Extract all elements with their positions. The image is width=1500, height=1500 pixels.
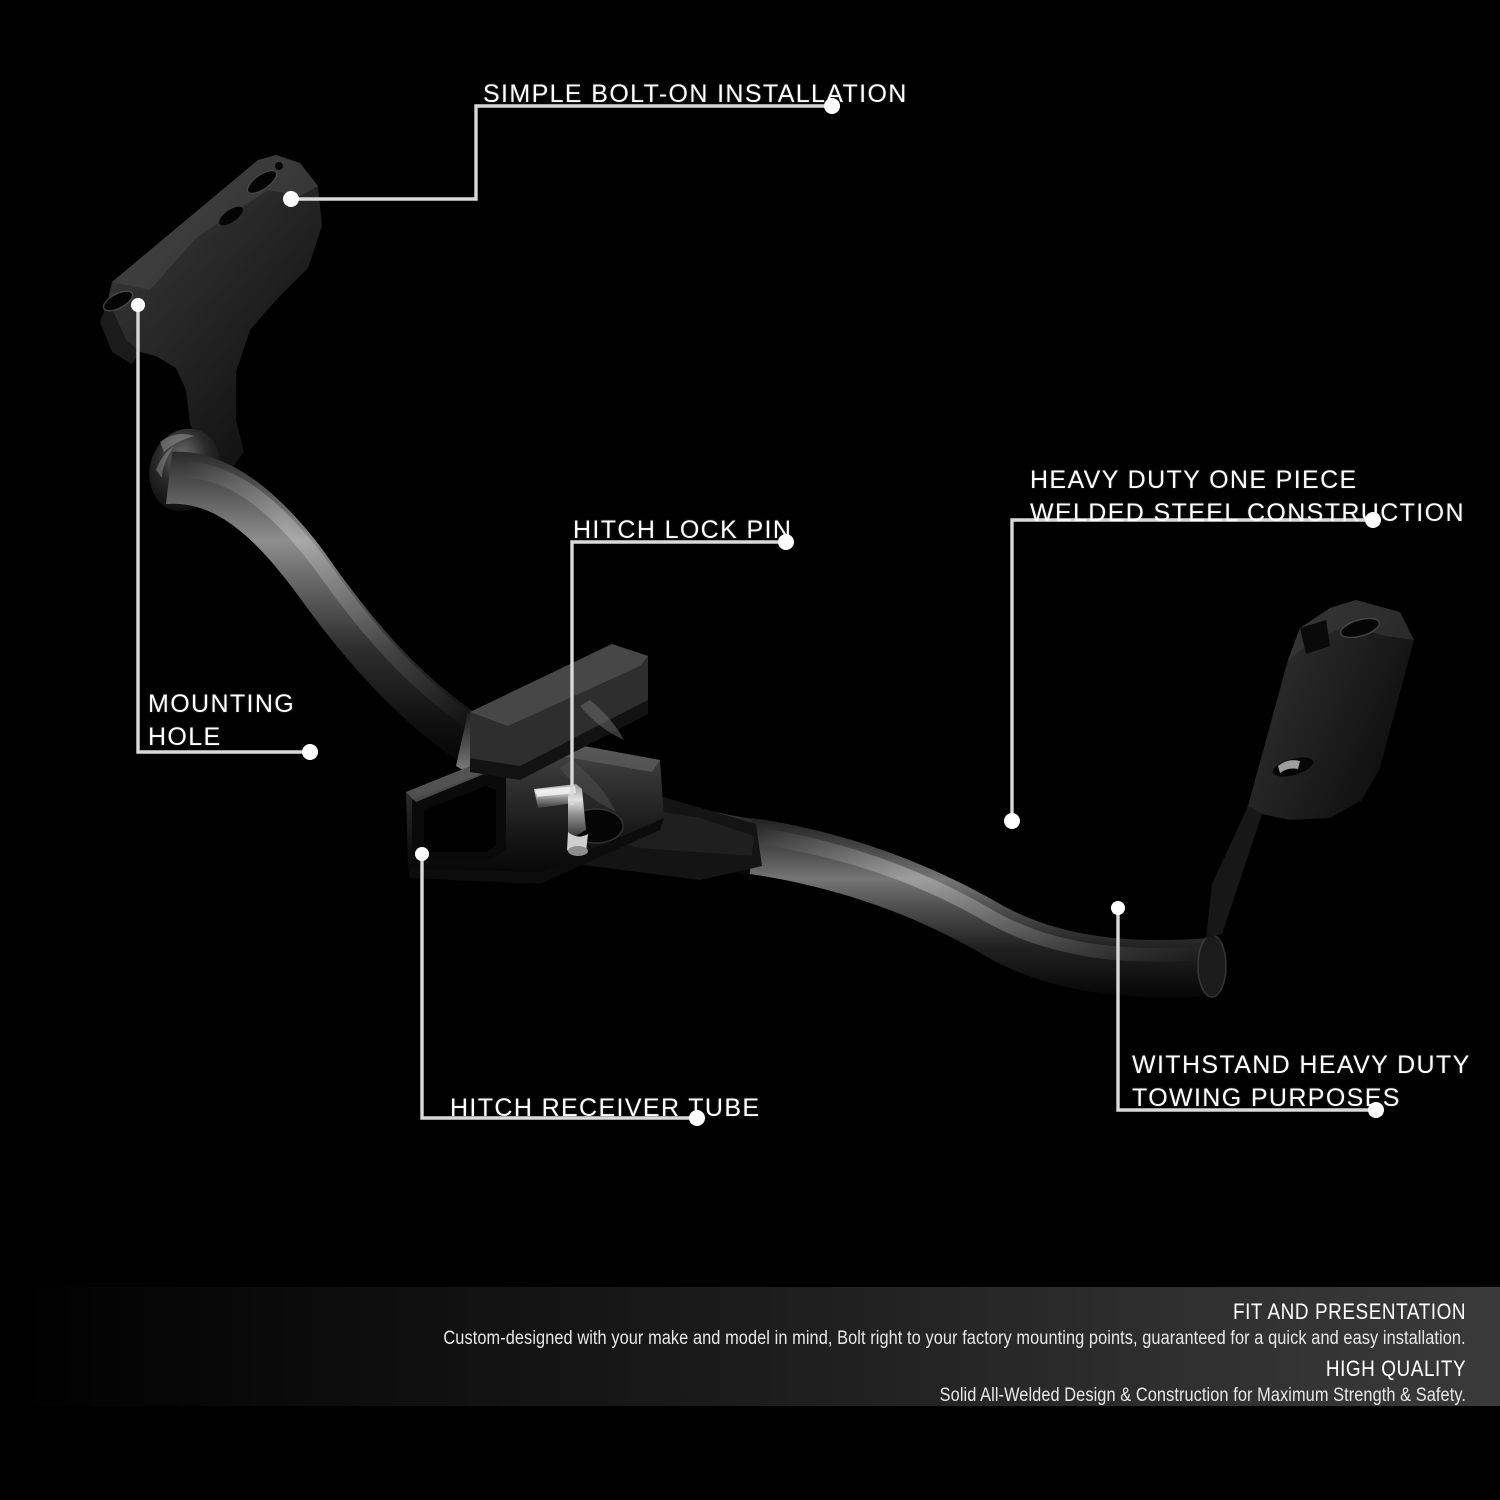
leader-dot-heavy-duty-start: [1365, 512, 1381, 528]
left-mounting-bracket: [100, 155, 322, 468]
leader-hitch-lock-pin: [570, 540, 786, 805]
leader-dot-mounting-hole-start: [131, 298, 145, 312]
callout-withstand-towing: WITHSTAND HEAVY DUTY TOWING PURPOSES: [1132, 1051, 1471, 1112]
leader-dot-hitch-lock-pin-end: [778, 534, 794, 550]
callout-hitch-lock-pin: HITCH LOCK PIN: [573, 516, 793, 544]
leader-dot-heavy-duty-end: [1004, 813, 1020, 829]
footer-body-high-quality: Solid All-Welded Design & Construction f…: [939, 1385, 1466, 1406]
callout-hitch-receiver-tube: HITCH RECEIVER TUBE: [450, 1094, 761, 1122]
leader-hitch-receiver-tube: [420, 854, 697, 1120]
leader-dot-simple-bolt-on-start: [283, 191, 299, 207]
main-crossbar-left: [166, 451, 480, 768]
footer-body-fit-and-presentation: Custom-designed with your make and model…: [443, 1328, 1466, 1349]
leader-dot-withstand-end: [1368, 1102, 1384, 1118]
leader-withstand-towing: [1116, 908, 1376, 1112]
leader-heavy-duty-welded: [1010, 518, 1373, 821]
footer-heading-high-quality: HIGH QUALITY: [1325, 1356, 1466, 1381]
callout-mounting-hole: MOUNTING HOLE: [148, 690, 296, 751]
leader-dot-mounting-hole-end: [302, 744, 318, 760]
leader-dot-receiver-tube-start: [415, 847, 429, 861]
leader-simple-bolt-on: [291, 104, 832, 201]
footer-band: FIT AND PRESENTATION Custom-designed wit…: [0, 1287, 1500, 1406]
callout-simple-bolt-on: SIMPLE BOLT-ON INSTALLATION: [483, 80, 908, 108]
right-mounting-bracket: [1206, 600, 1414, 938]
footer-heading-fit-and-presentation: FIT AND PRESENTATION: [1232, 1299, 1466, 1324]
leader-mounting-hole: [136, 305, 310, 754]
callout-heavy-duty-welded: HEAVY DUTY ONE PIECE WELDED STEEL CONSTR…: [1030, 466, 1465, 527]
leader-dot-withstand-start: [1111, 901, 1125, 915]
leader-dot-receiver-tube-end: [689, 1110, 705, 1126]
leader-dot-simple-bolt-on-end: [824, 98, 840, 114]
